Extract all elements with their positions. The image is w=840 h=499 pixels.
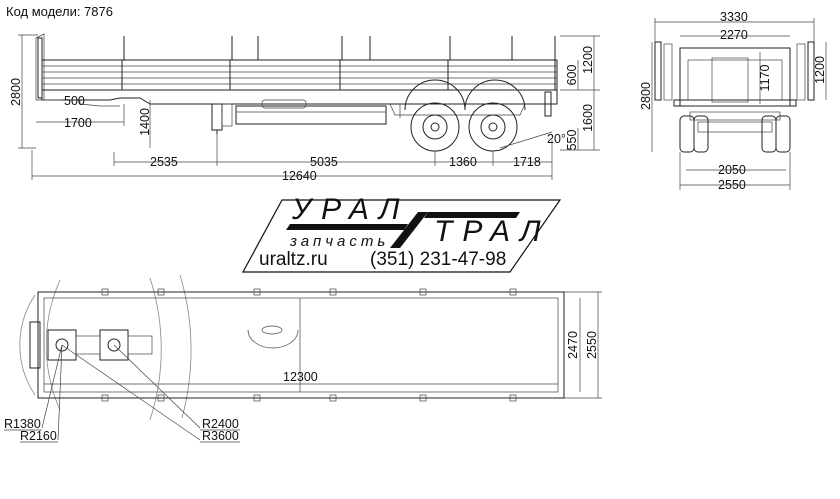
- top-view: 12300 2470 2550 R1380 R2160 R2400 R3600: [4, 274, 602, 443]
- logo: УРАЛ ТРАЛ запчасть uraltz.ru (351) 231-4…: [241, 193, 562, 273]
- dim-inner-width: 2270: [720, 28, 748, 42]
- dim-front-overhang: 1700: [64, 116, 92, 130]
- dim-top-width: 3330: [720, 10, 748, 24]
- model-code-label: Код модели: 7876: [6, 4, 113, 19]
- dim-stake-height: 1200: [581, 46, 595, 74]
- dim-platform-length: 12300: [283, 370, 318, 384]
- rear-body: [679, 47, 791, 107]
- dim-departure-angle: 20°: [547, 132, 566, 146]
- landing-gear: [211, 103, 223, 131]
- dim-total-height: 2800: [9, 78, 23, 106]
- dim-radius-2: R2160: [20, 429, 57, 443]
- dim-overall-width: 2550: [718, 178, 746, 192]
- dim-fifth-wheel-height: 1400: [138, 108, 152, 136]
- logo-word-ural: УРАЛ: [291, 193, 409, 226]
- dim-radius-1: R1380: [4, 417, 41, 431]
- dim-rear-clearance: 550: [565, 130, 579, 151]
- dim-axle-spacing: 1360: [449, 155, 477, 169]
- logo-phone: (351) 231-47-98: [370, 249, 506, 270]
- dim-board-height: 1170: [758, 65, 772, 92]
- rear-wheel-2: [468, 102, 518, 152]
- dim-radius-4: R3600: [202, 429, 239, 443]
- dim-rear-overhang: 1718: [513, 155, 541, 169]
- rear-wheel-left: [679, 115, 695, 153]
- dim-platform-height: 1600: [581, 104, 595, 132]
- spare-wheel: [247, 329, 299, 349]
- dim-top-inner-width: 2470: [566, 331, 580, 359]
- dim-rear-total-height: 2800: [639, 82, 653, 110]
- rear-wheel-right: [761, 115, 777, 153]
- front-wall: [37, 37, 43, 99]
- rear-bumper: [544, 91, 552, 117]
- dim-rear-stake-height: 1200: [813, 56, 827, 84]
- dim-radius-3: R2400: [202, 417, 239, 431]
- rear-wheel-1: [410, 102, 460, 152]
- side-view: 2800 500 1700 1400 2535 5035 1360 1718 1…: [9, 33, 600, 183]
- dim-top-overall-width: 2550: [585, 331, 599, 359]
- dim-kingpin-to-support: 2535: [150, 155, 178, 169]
- dim-support-to-axle: 5035: [310, 155, 338, 169]
- side-board: [41, 59, 558, 91]
- platform-outline: [37, 291, 565, 399]
- rear-view: 3330 2270 1170 1200 2800 2050 2550: [639, 10, 827, 192]
- side-box: [235, 105, 387, 125]
- logo-word-tral: ТРАЛ: [434, 215, 551, 248]
- dim-side-board: 600: [565, 65, 579, 86]
- logo-website: uraltz.ru: [259, 249, 328, 270]
- logo-subtitle: запчасть: [289, 233, 389, 250]
- chassis-frame: [41, 90, 558, 105]
- dim-length-total: 12640: [282, 169, 317, 183]
- dim-kingpin: 500: [64, 94, 85, 108]
- dim-track: 2050: [718, 163, 746, 177]
